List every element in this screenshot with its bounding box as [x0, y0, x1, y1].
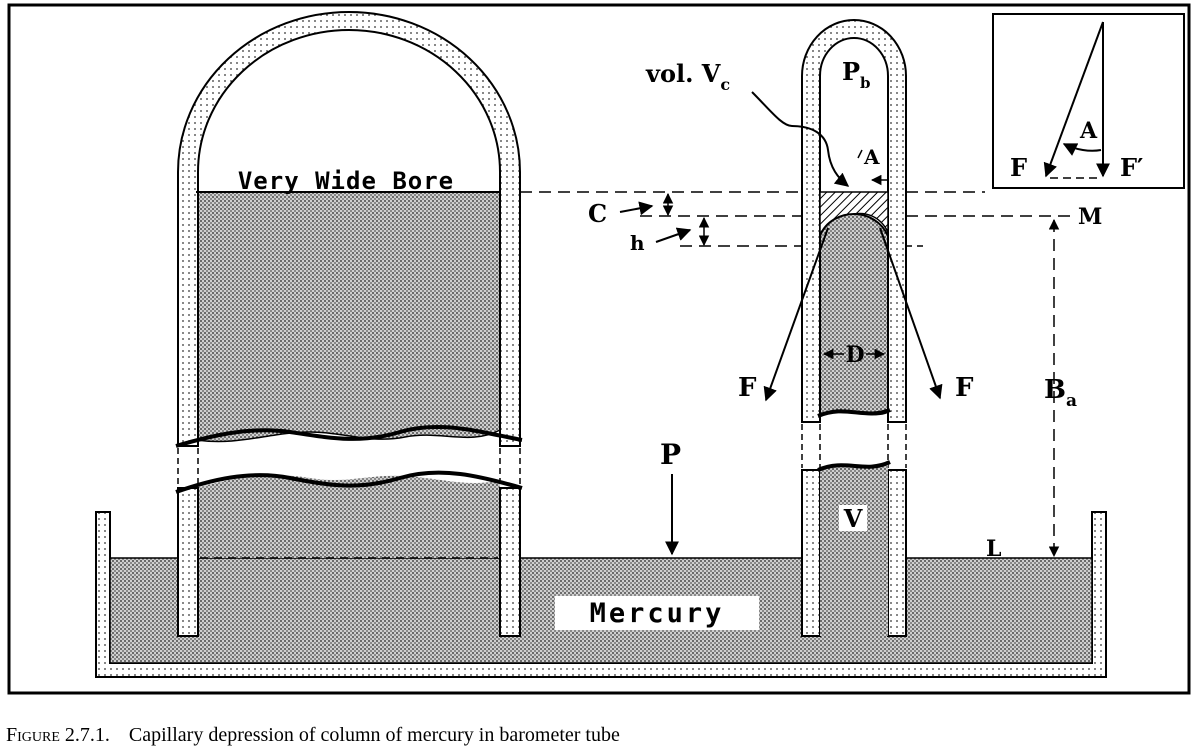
mercury-label-box — [555, 596, 759, 630]
pressure-arrow: P — [660, 438, 681, 556]
figure-caption: Figure 2.7.1. Capillary depression of co… — [6, 724, 1186, 747]
inset-force-diagram: A F F′ — [992, 13, 1185, 189]
label-h: h — [630, 231, 645, 255]
wide-bore-label: Very Wide Bore — [238, 167, 454, 195]
inset-label-a: A — [1079, 118, 1098, 144]
label-m: M — [1078, 204, 1102, 230]
label-l: L — [986, 536, 1001, 562]
narrow-tube: V Pb D — [801, 19, 907, 637]
mercury-label: Mercury — [590, 598, 725, 629]
inset-label-fprime: F′ — [1120, 153, 1143, 182]
label-v: V — [843, 504, 863, 533]
mercury-dish: Mercury — [95, 511, 1107, 678]
dimension-markers: C h M — [588, 192, 1102, 255]
label-f-left: F — [738, 373, 757, 403]
wide-bore-tube: Very Wide Bore — [175, 11, 523, 637]
reference-lines — [520, 191, 1070, 558]
inset-label-f: F — [1010, 153, 1027, 182]
label-vol: vol. Vc — [645, 59, 730, 94]
label-ba: Ba — [1044, 375, 1077, 411]
meniscus — [819, 212, 889, 418]
figure-frame — [7, 3, 1191, 695]
volume-annotation: vol. Vc A — [645, 59, 888, 187]
caption-text: Capillary depression of column of mercur… — [128, 724, 620, 746]
label-pb: Pb — [842, 57, 871, 92]
label-f-right: F — [955, 373, 974, 403]
label-c: C — [588, 199, 607, 228]
label-a-tube: A — [863, 145, 880, 169]
label-d: D — [845, 342, 864, 368]
force-arrows: F F — [738, 227, 974, 403]
caption-number: Figure 2.7.1. — [6, 724, 110, 746]
label-p: P — [660, 438, 681, 471]
